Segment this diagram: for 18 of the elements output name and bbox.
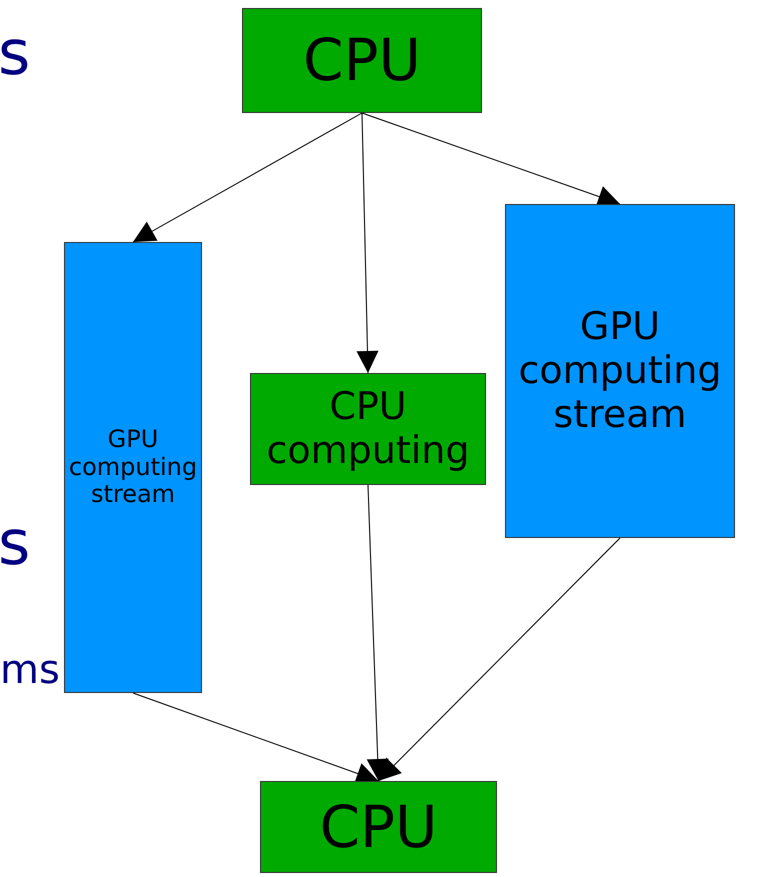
text-fragment: s (0, 22, 30, 84)
node-label: CPU computing (265, 385, 471, 473)
arrow (366, 484, 389, 782)
node-label: CPU (320, 794, 438, 860)
stream-box (505, 204, 735, 538)
text-fragment: ms (0, 650, 60, 690)
text-fragment: s (0, 512, 30, 574)
arrow (132, 692, 379, 784)
arrow (378, 538, 620, 782)
process-box (260, 781, 497, 873)
node-label: GPU computing stream (517, 305, 723, 437)
arrow (356, 112, 378, 374)
node-label: GPU computing stream (68, 426, 198, 509)
stream-box (64, 242, 202, 693)
process-box (250, 373, 486, 485)
arrow (132, 112, 362, 242)
node-label: CPU (303, 27, 421, 94)
process-box (242, 8, 482, 113)
